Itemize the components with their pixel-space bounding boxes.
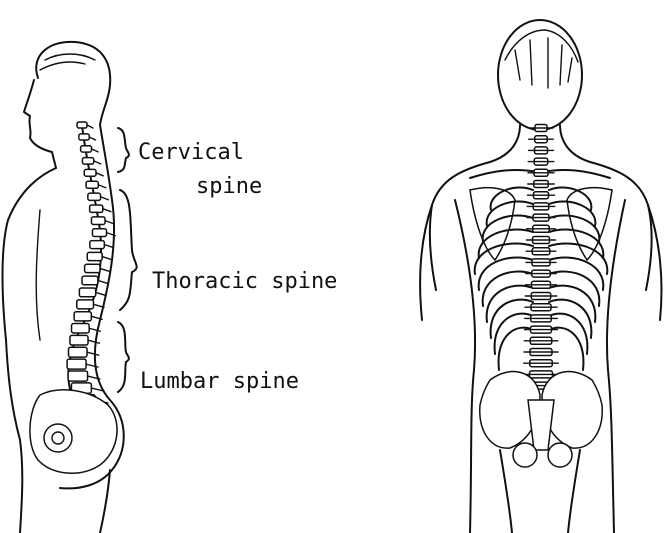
back-vertebra	[529, 147, 554, 154]
back-vertebra	[526, 270, 557, 277]
thoracic-label: Thoracic spine	[152, 271, 337, 293]
cervical-label-line1: Cervical	[138, 142, 244, 164]
back-vertebra	[525, 304, 557, 311]
back-vertebra	[525, 315, 558, 322]
back-vertebra	[528, 158, 554, 165]
left-femoral-head	[513, 443, 537, 467]
back-vertebra	[528, 181, 555, 188]
back-vertebra	[527, 237, 556, 244]
back-vertebra	[525, 293, 557, 300]
lumbar-label: Lumbar spine	[140, 371, 299, 393]
back-vertebra	[528, 192, 555, 199]
back-vertebra	[524, 337, 558, 344]
back-vertebra	[524, 349, 558, 356]
cervical-label-line2: spine	[196, 176, 262, 198]
sacrum	[528, 400, 554, 450]
back-vertebra	[529, 125, 553, 132]
back-vertebra	[527, 214, 555, 221]
right-femoral-head	[548, 443, 572, 467]
back-hair	[505, 30, 578, 88]
back-vertebra	[526, 248, 556, 255]
back-vertebra	[524, 360, 559, 367]
back-vertebra	[529, 136, 554, 143]
back-spine	[523, 125, 559, 390]
back-vertebra	[525, 326, 558, 333]
